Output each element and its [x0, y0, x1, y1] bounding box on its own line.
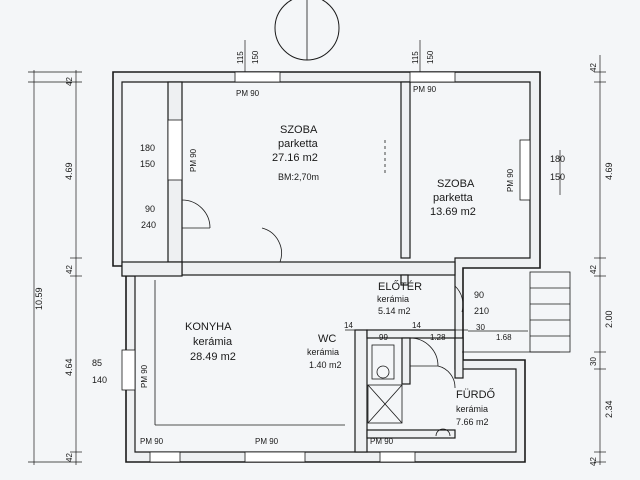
room-floor: kerámia	[456, 404, 488, 414]
window-label-bottom-left: PM 90	[140, 437, 164, 446]
dim-right-seg-3: 42	[589, 265, 598, 274]
room-name: KONYHA	[185, 321, 232, 333]
dim-right-seg-1: 42	[589, 63, 598, 72]
window-w-top-left: 115	[236, 51, 245, 64]
dim-left-seg-4: 4.64	[64, 358, 74, 376]
window-h-top-left: 150	[251, 50, 260, 64]
window-w-right: 180	[550, 154, 565, 164]
room-area: 27.16 m2	[272, 152, 318, 164]
room-szoba-2: SZOBA parketta 13.69 m2	[430, 178, 476, 218]
room-floor: kerámia	[377, 294, 409, 304]
window-w-left-lower: 85	[92, 358, 102, 368]
room-floor: parketta	[278, 138, 319, 150]
window-h-top-right: 150	[426, 50, 435, 64]
room-area: 28.49 m2	[190, 351, 236, 363]
window-h-left-upper: 150	[140, 159, 155, 169]
room-szoba-1: SZOBA parketta 27.16 m2 BM:2,70m	[272, 124, 319, 182]
room-furdo: FÜRDŐ kerámia 7.66 m2	[456, 387, 496, 427]
room-name: WC	[318, 333, 336, 345]
door-w-entry: 90	[474, 290, 484, 300]
room-floor: parketta	[433, 192, 474, 204]
dim-inner-168: 1.68	[496, 333, 512, 342]
wc-fixtures	[367, 344, 451, 437]
room-floor: kerámia	[307, 347, 339, 357]
dim-inner-128: 1.28	[430, 333, 446, 342]
room-eloter: ELŐTÉR kerámia 5.14 m2	[377, 279, 422, 316]
dim-left-seg-2: 4.69	[64, 162, 74, 180]
dim-left-seg-3: 42	[65, 265, 74, 274]
dim-right-seg-6: 2.34	[604, 400, 614, 418]
window-label-left-upper: PM 90	[189, 148, 198, 172]
interior-walls	[121, 81, 464, 453]
dim-left-seg-1: 42	[65, 77, 74, 86]
room-area: 1.40 m2	[309, 360, 342, 370]
window-label-bottom-mid: PM 90	[255, 437, 279, 446]
door-h-left: 240	[141, 220, 156, 230]
room-name: SZOBA	[437, 178, 475, 190]
window-w-left-upper: 180	[140, 143, 155, 153]
dim-left-total: 10.59	[34, 287, 44, 310]
door-w-left: 90	[145, 204, 155, 214]
room-height: BM:2,70m	[278, 172, 319, 182]
room-name: ELŐTÉR	[378, 279, 422, 293]
entry-stairs	[462, 271, 571, 353]
window-label-right: PM 90	[506, 168, 515, 192]
room-wc: WC kerámia 1.40 m2	[307, 333, 342, 370]
dim-inner-14b: 14	[412, 321, 421, 330]
room-name: FÜRDŐ	[456, 387, 496, 401]
dim-right-seg-4: 2.00	[604, 310, 614, 328]
dim-right-seg-2: 4.69	[604, 162, 614, 180]
room-area: 5.14 m2	[378, 306, 411, 316]
window-marks	[121, 71, 531, 463]
door-arcs	[181, 199, 464, 389]
room-area: 13.69 m2	[430, 206, 476, 218]
room-area: 7.66 m2	[456, 417, 489, 427]
window-label-bottom-right: PM 90	[370, 437, 394, 446]
window-h-left-lower: 140	[92, 375, 107, 385]
room-floor: kerámia	[193, 336, 233, 348]
window-h-right: 150	[550, 172, 565, 182]
dim-left-seg-5: 42	[65, 453, 74, 462]
dim-inner-99: 99	[379, 333, 388, 342]
dim-right-seg-5: 30	[589, 357, 598, 366]
room-name: SZOBA	[280, 124, 318, 136]
door-h-entry: 210	[474, 306, 489, 316]
dim-right-seg-7: 42	[589, 457, 598, 466]
window-label-top-right: PM 90	[413, 85, 437, 94]
room-konyha: KONYHA kerámia 28.49 m2	[185, 321, 236, 363]
window-w-top-right: 115	[411, 51, 420, 64]
dimension-lines	[28, 40, 606, 465]
dim-inner-30: 30	[476, 323, 485, 332]
dim-inner-14a: 14	[344, 321, 353, 330]
window-label-top-left: PM 90	[236, 89, 260, 98]
window-label-left-lower: PM 90	[140, 364, 149, 388]
